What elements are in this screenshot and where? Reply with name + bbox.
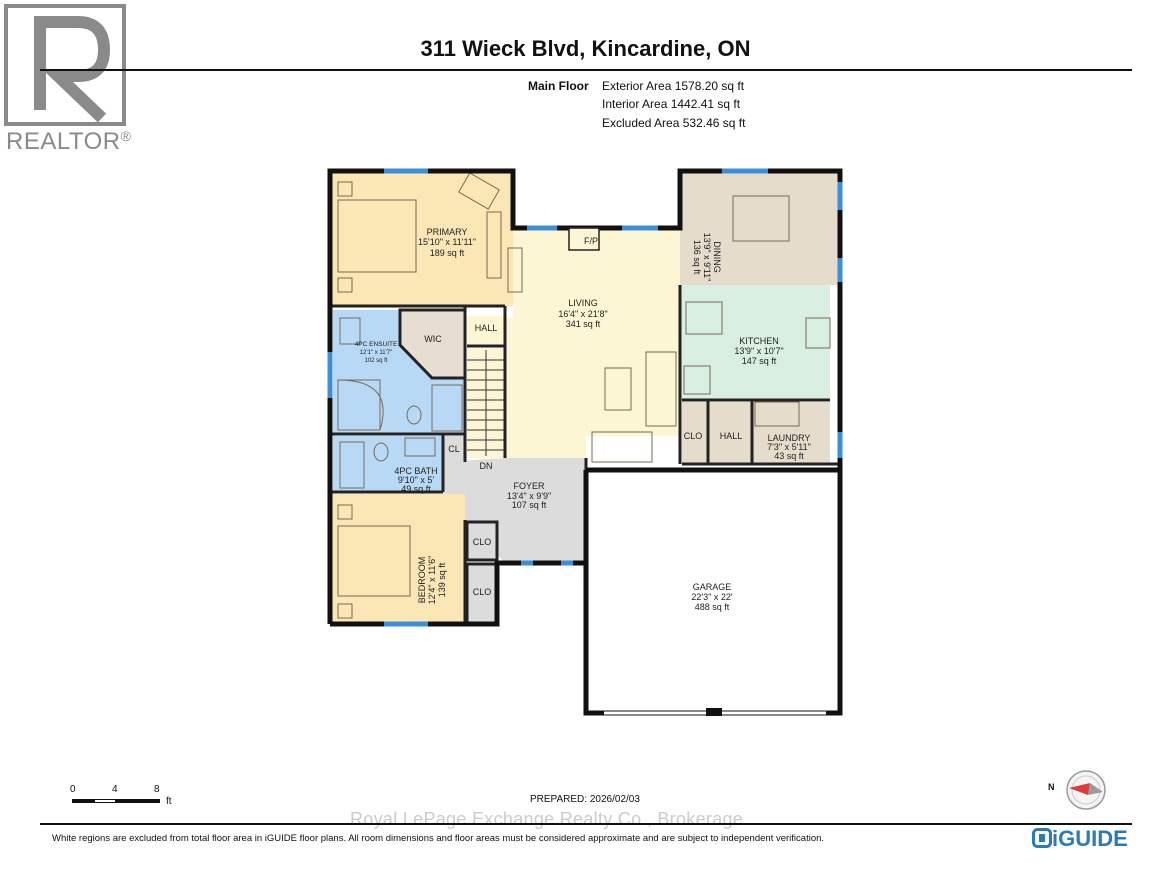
primary-name: PRIMARY	[427, 227, 468, 237]
laundry-fill	[752, 402, 830, 464]
garage-name: GARAGE	[693, 582, 732, 592]
scale-segment-dark	[72, 799, 94, 803]
clo1-name: CLO	[473, 537, 492, 547]
laundry-area: 43 sq ft	[774, 451, 804, 461]
scale-bar: 0 4 8 ft	[68, 784, 188, 814]
compass: N	[1048, 768, 1108, 812]
dining-dims: 13'9" x 9'11"	[702, 233, 712, 282]
dining-name: DINING	[712, 241, 722, 273]
fireplace	[568, 227, 600, 251]
bath-fill	[333, 436, 443, 492]
shower	[431, 384, 463, 432]
bath-area: 49 sq ft	[401, 484, 431, 494]
ensuite-dims: 12'1" x 11'7"	[360, 350, 392, 356]
realtor-logo	[0, 0, 135, 160]
interior-area: Interior Area 1442.41 sq ft	[602, 97, 741, 111]
garage-area: 488 sq ft	[695, 602, 730, 612]
foyer-area: 107 sq ft	[512, 500, 547, 510]
ensuite-name: 4PC ENSUITE	[355, 341, 398, 348]
page-title: 311 Wieck Blvd, Kincardine, ON	[420, 36, 751, 61]
bedroom-area: 139 sq ft	[437, 562, 447, 597]
living-fill	[505, 228, 680, 458]
scale-segment-light	[94, 799, 116, 803]
compass-north-label: N	[1048, 782, 1055, 792]
realtor-r-mark-icon	[4, 4, 126, 126]
living-name: LIVING	[568, 298, 598, 308]
living-table	[604, 367, 632, 411]
disclaimer-footnote: White regions are excluded from total fl…	[52, 833, 825, 844]
garage-dims: 22'3" x 22'	[691, 592, 732, 602]
laundry-name: LAUNDRY	[768, 433, 811, 443]
foyer-dims: 13'4" x 9'9"	[507, 491, 551, 501]
compass-rose-icon	[1066, 770, 1106, 810]
bedroom-name: BEDROOM	[417, 557, 427, 604]
fp-label: F/P	[584, 236, 598, 246]
kitchen-sink	[685, 301, 723, 335]
clo2-fill	[467, 564, 497, 624]
primary-bedroom-fill	[330, 173, 513, 306]
stove	[805, 317, 831, 349]
laundry-dims: 7'3" x 5'11"	[767, 442, 811, 452]
hall2-name: HALL	[720, 431, 743, 441]
bedroom-bed	[337, 525, 411, 597]
floor-label: Main Floor	[528, 79, 589, 93]
wic-name: WIC	[424, 334, 442, 344]
realtor-wordmark: REALTOR®	[6, 128, 132, 155]
fixtures	[337, 172, 831, 619]
living-area: 341 sq ft	[566, 319, 601, 329]
scale-tick-8: 8	[154, 784, 160, 795]
scale-tick-0: 0	[70, 784, 76, 795]
living-dims: 16'4" x 21'8"	[558, 309, 607, 319]
kitchen-area: 147 sq ft	[742, 356, 777, 366]
foyer-fill	[443, 458, 586, 563]
clo1-fill	[467, 522, 497, 560]
windows	[327, 168, 843, 627]
scale-unit: ft	[166, 796, 172, 807]
exterior-area: Exterior Area 1578.20 sq ft	[602, 79, 745, 93]
clo3-name: CLO	[684, 431, 703, 441]
kitchen-fill	[680, 285, 830, 400]
clo2-name: CLO	[473, 587, 492, 597]
scale-tick-4: 4	[112, 784, 118, 795]
bath-dims: 9'10" x 5'	[398, 475, 434, 485]
kitchen-name: KITCHEN	[739, 336, 779, 346]
hall2-fill	[682, 402, 752, 464]
hall1-name: HALL	[475, 323, 498, 333]
clo4-name: CL	[448, 444, 460, 454]
bath-name: 4PC BATH	[394, 466, 437, 476]
scale-segment-dark-2	[116, 799, 160, 803]
laundry-sink	[754, 401, 800, 427]
primary-dims: 15'10" x 11'11"	[418, 237, 476, 247]
iguide-mark-icon	[1032, 828, 1052, 848]
bathtub	[339, 441, 365, 489]
sofa	[645, 351, 677, 427]
iguide-logo: iGUIDE	[1032, 826, 1128, 852]
staircase	[467, 350, 505, 456]
room-fills	[330, 173, 840, 624]
top-divider	[40, 69, 1132, 71]
closet-cl-fill	[443, 436, 465, 462]
kitchen-dims: 13'9" x 10'7"	[734, 346, 783, 356]
iguide-wordmark: iGUIDE	[1052, 826, 1128, 851]
foyer-name: FOYER	[513, 481, 545, 491]
dining-fill	[680, 173, 840, 285]
primary-area: 189 sq ft	[430, 248, 465, 258]
dining-table	[732, 195, 790, 242]
primary-bed	[337, 199, 417, 273]
dining-area: 136 sq ft	[692, 240, 702, 275]
dn-label: DN	[480, 461, 493, 471]
bottom-divider	[40, 823, 1132, 825]
excluded-area: Excluded Area 532.46 sq ft	[602, 116, 746, 130]
ensuite-area: 102 sq ft	[364, 358, 387, 364]
hall-fill	[467, 316, 505, 344]
sofa-2	[591, 431, 653, 463]
brokerage-watermark: Royal LePage Exchange Realty Co., Broker…	[350, 809, 744, 829]
bedroom-dims: 12'4" x 11'6"	[427, 556, 437, 605]
prepared-date: PREPARED: 2026/02/03	[530, 794, 640, 805]
garage-door	[604, 708, 826, 716]
